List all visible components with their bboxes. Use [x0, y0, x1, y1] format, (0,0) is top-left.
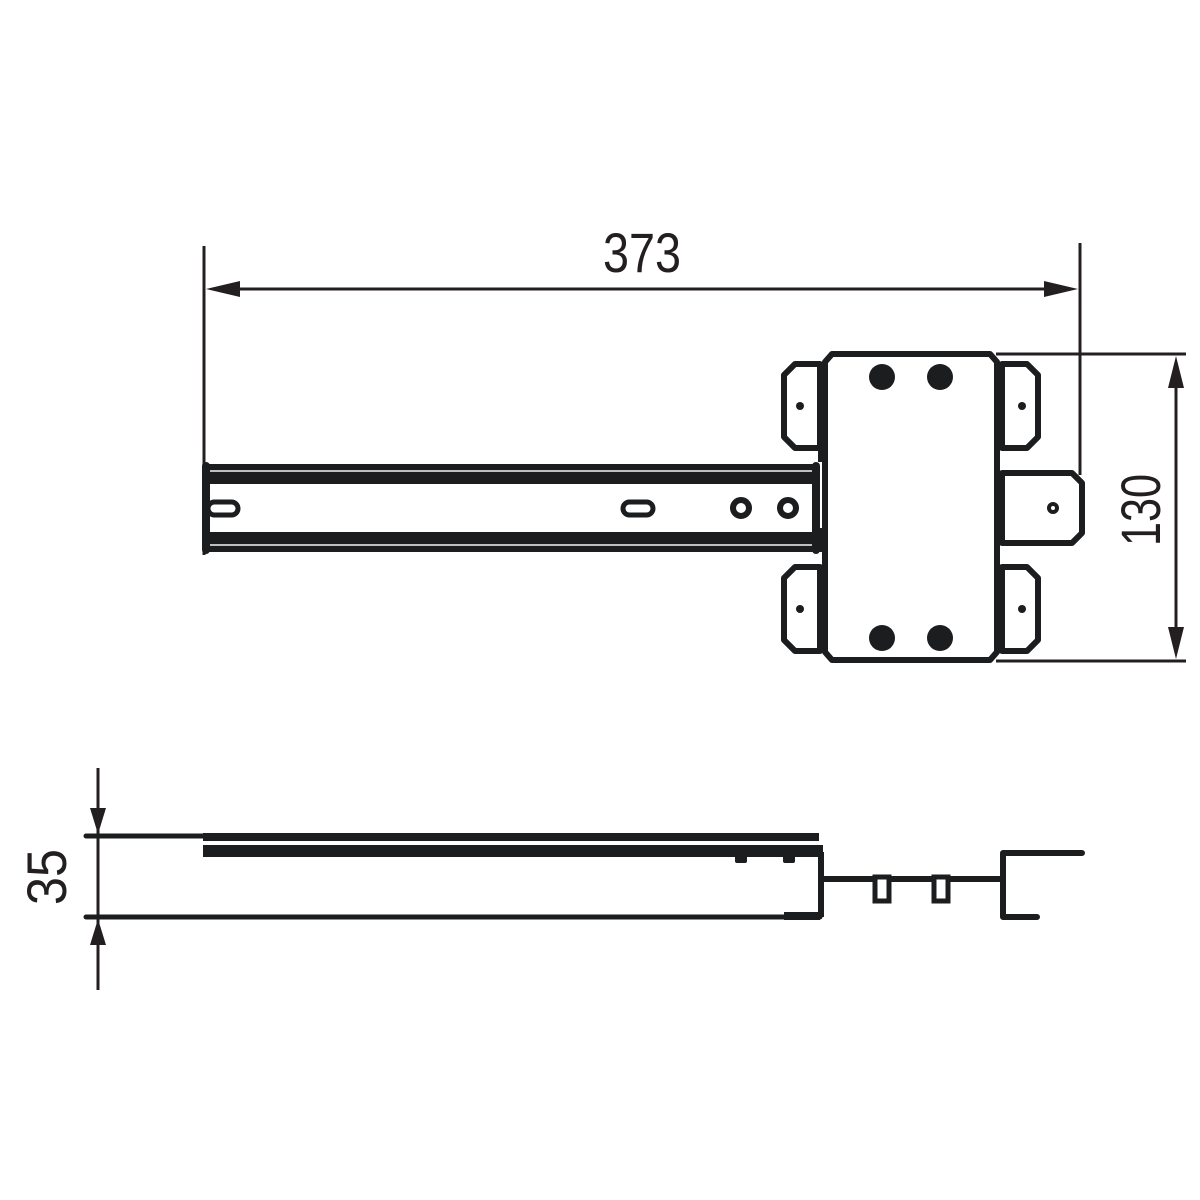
tab-top-right — [999, 361, 1041, 451]
side-view: 35 — [15, 768, 1085, 990]
mounting-plate — [781, 351, 1085, 663]
dimension-label-length: 373 — [603, 221, 681, 284]
tab-bottom-right — [999, 564, 1041, 654]
slot-middle — [620, 499, 656, 518]
hole — [777, 497, 799, 519]
rivets — [869, 364, 953, 651]
dimension-width: 130 — [996, 352, 1186, 663]
dimension-length: 373 — [202, 221, 1082, 555]
rail — [202, 462, 820, 554]
dimension-height: 35 — [15, 768, 106, 990]
tab-side — [999, 470, 1085, 546]
hole — [730, 497, 752, 519]
top-view: 373 130 — [202, 221, 1186, 663]
tab-top-left — [781, 361, 823, 451]
dimension-label-width: 130 — [1109, 474, 1172, 546]
dimension-label-height: 35 — [15, 849, 78, 905]
slot-left — [205, 499, 241, 518]
tab-bottom-left — [781, 564, 823, 654]
